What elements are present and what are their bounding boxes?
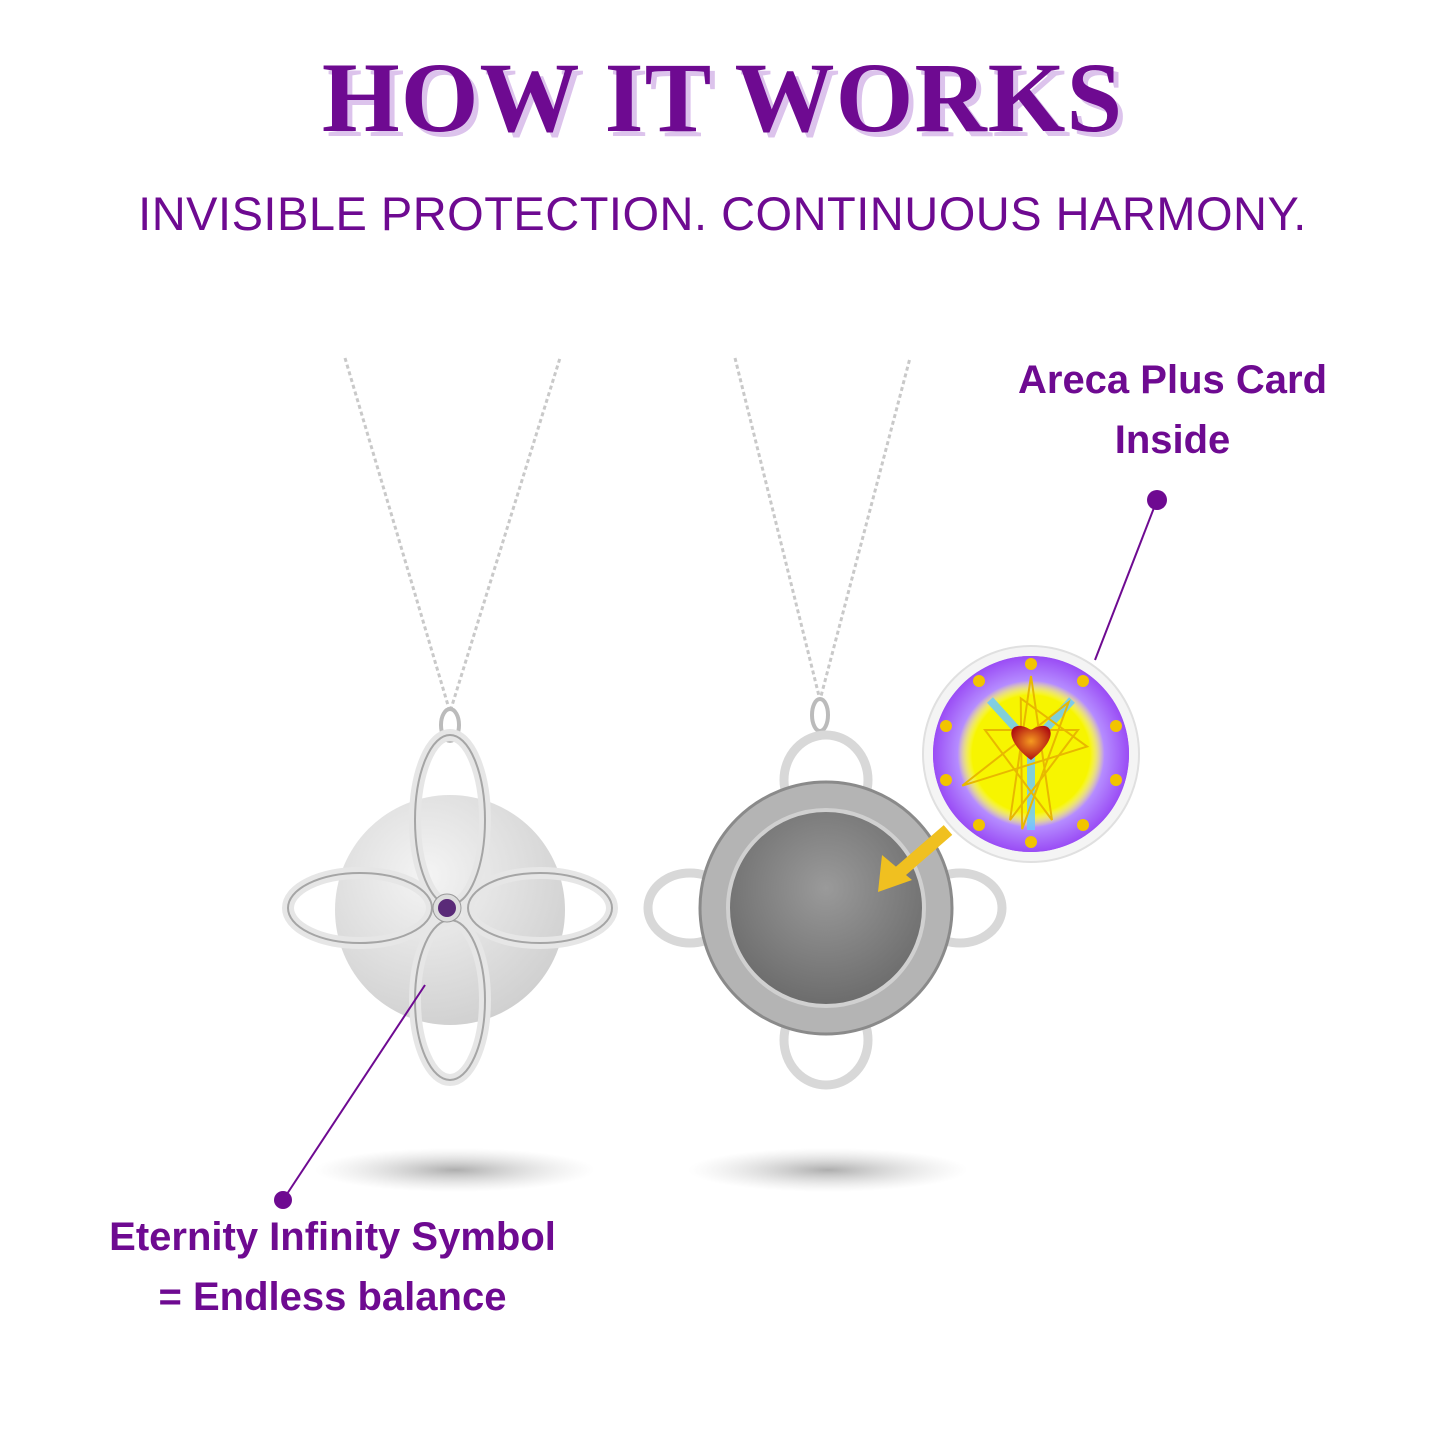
front-pendant: [282, 357, 618, 1086]
card-callout-dot: [1147, 490, 1167, 510]
right-pendant-shadow: [688, 1148, 968, 1192]
page-title: HOW IT WORKS: [321, 42, 1124, 153]
chain: [733, 357, 912, 701]
chain: [343, 357, 562, 718]
heart-icon: [1011, 725, 1051, 760]
symbol-callout-line: [282, 984, 426, 1201]
back-pendant: [643, 357, 1007, 1090]
symbol-callout-dot: [274, 1191, 292, 1209]
card-callout-line1: Areca Plus Card: [1017, 358, 1328, 402]
areca-plus-card: [922, 645, 1140, 863]
yellow-arrow-icon: [878, 825, 953, 892]
amethyst-gem: [438, 899, 456, 917]
symbol-callout-label: Eternity Infinity Symbol = Endless balan…: [60, 1207, 605, 1327]
card-callout-line2: Inside: [1114, 418, 1231, 462]
left-pendant-shadow: [315, 1148, 595, 1192]
symbol-callout-line2: = Endless balance: [158, 1275, 507, 1319]
card-callout-line: [1094, 499, 1158, 661]
page-subtitle: INVISIBLE PROTECTION. CONTINUOUS HARMONY…: [138, 187, 1307, 240]
symbol-callout-line1: Eternity Infinity Symbol: [109, 1215, 556, 1259]
card-callout-label: Areca Plus Card Inside: [960, 350, 1385, 470]
